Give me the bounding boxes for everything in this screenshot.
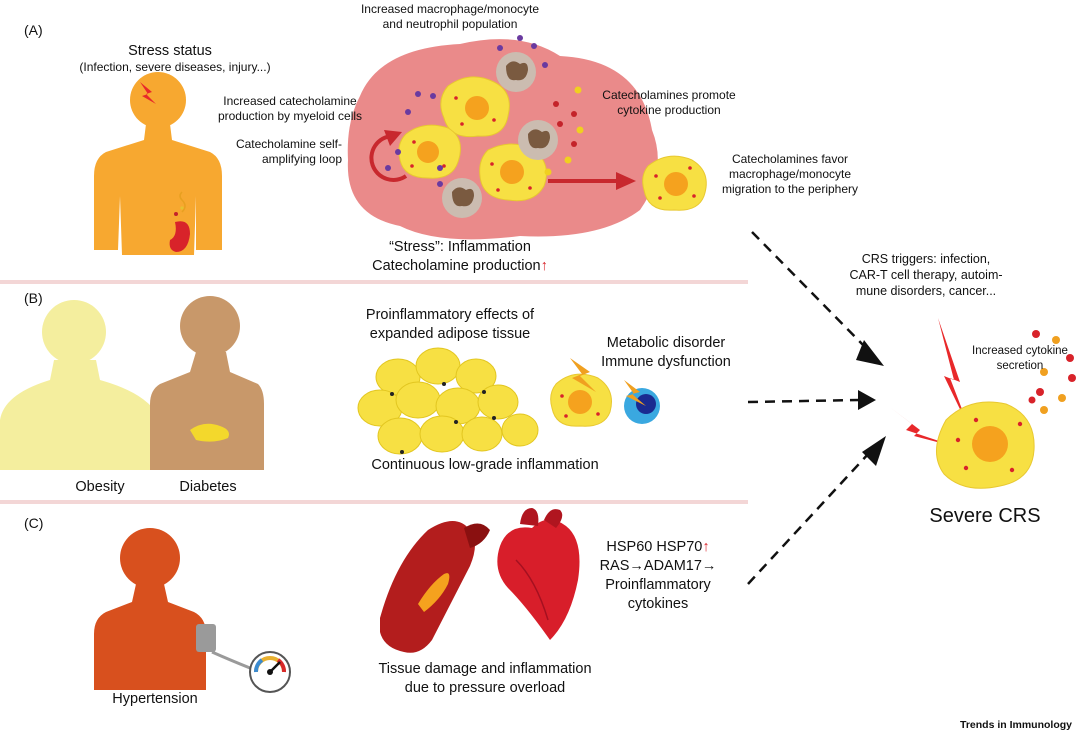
bolt-icon — [624, 380, 646, 406]
increased-population-label: Increased macrophage/monocyte and neutro… — [360, 2, 540, 31]
neutrophil-cell — [496, 52, 536, 92]
hsp-text: HSP60 HSP70 — [606, 539, 703, 555]
stressed-human-figure — [94, 72, 222, 255]
dashed-arrow — [747, 436, 886, 585]
tissue-damage-label: Tissue damage and inflammation — [378, 661, 592, 677]
catecholamine-production-text: Catecholamine production — [372, 258, 541, 274]
macrophage-cell — [398, 124, 461, 179]
hsp-label: HSP60 HSP70↑ — [588, 538, 728, 557]
up-arrow-icon: ↑ — [702, 539, 710, 555]
crs-triggers-line3: mune disorders, cancer... — [855, 284, 997, 298]
cytokine-secretion-line1: Increased cytokine — [972, 345, 1068, 357]
hypertension-figure — [94, 528, 291, 693]
diabetes-figure — [150, 296, 264, 470]
neutrophil-cell — [442, 178, 482, 218]
journal-credit: Trends in Immunology — [959, 719, 1072, 731]
panel-b-label: (B) — [24, 290, 43, 306]
secreted-cytokines — [1028, 330, 1076, 414]
panel-c-label: (C) — [24, 515, 44, 531]
dashed-arrow — [747, 390, 876, 410]
stress-bolt-icon — [140, 82, 156, 104]
lymphocyte-cell — [624, 388, 660, 424]
heart-icon — [497, 508, 580, 640]
cytokines-label: cytokines — [627, 596, 689, 612]
adipose-nuclei — [390, 382, 496, 454]
pressure-overload-label: due to pressure overload — [404, 680, 566, 696]
migrating-macrophage-cell — [642, 155, 707, 211]
cytokine-dots — [385, 35, 584, 187]
adipose-effects-label: Proinflammatory effects of expanded adip… — [365, 307, 535, 342]
low-grade-inflammation-label: Continuous low-grade inflammation — [371, 457, 599, 473]
macrophage-cell — [440, 76, 510, 138]
catecholamine-production-label: Catecholamine production↑ — [340, 257, 580, 276]
neutrophil-cell — [518, 120, 558, 160]
bolt-icon — [570, 358, 596, 392]
self-amplifying-loop-arrow — [369, 134, 408, 182]
stress-status-title: Stress status — [128, 43, 212, 59]
blood-vessel — [380, 521, 490, 653]
favor-migration-label: Catecholamines favor macrophage/monocyte… — [721, 152, 859, 196]
obesity-figure — [0, 300, 160, 470]
trigger-bolt-icon — [938, 318, 970, 430]
immune-dysfunction-label: Immune dysfunction — [601, 354, 731, 370]
metabolic-disorder-label: Metabolic disorder — [606, 335, 726, 351]
cytokine-secretion-line2: secretion — [996, 360, 1044, 372]
stress-status-subtitle: (Infection, severe diseases, injury...) — [79, 60, 271, 74]
adipose-tissue-cluster — [357, 347, 539, 455]
severe-crs-title: Severe CRS — [929, 505, 1041, 527]
crs-triggers-line2: CAR-T cell therapy, autoim- — [849, 268, 1003, 282]
promote-cytokine-label: Catecholamines promote cytokine producti… — [602, 88, 736, 117]
stress-inflammation-label: “Stress”: Inflammation — [389, 239, 531, 255]
up-arrow-icon: ↑ — [540, 258, 548, 274]
dysfunctional-macrophage — [550, 373, 612, 427]
self-amplifying-loop-label: Catecholamine self-amplifying loop — [235, 137, 342, 166]
crs-macrophage-cell — [936, 401, 1035, 489]
diabetes-label: Diabetes — [179, 479, 237, 495]
panel-divider — [0, 500, 748, 504]
ras-adam17-label: RAS→ADAM17→ — [599, 558, 717, 574]
hypertension-label: Hypertension — [112, 691, 198, 707]
panel-divider — [0, 280, 748, 284]
blood-pressure-cuff-icon — [196, 624, 216, 652]
obesity-label: Obesity — [75, 479, 125, 495]
dashed-arrow — [751, 231, 884, 366]
proinflammatory-label: Proinflammatory — [605, 577, 711, 593]
pancreas-icon — [190, 423, 229, 442]
adrenal-organ-icon — [169, 221, 190, 252]
panel-a-label: (A) — [24, 22, 43, 38]
crs-triggers-line1: CRS triggers: infection, — [861, 252, 991, 266]
increased-catecholamine-label: Increased catecholamine production by my… — [217, 94, 363, 123]
